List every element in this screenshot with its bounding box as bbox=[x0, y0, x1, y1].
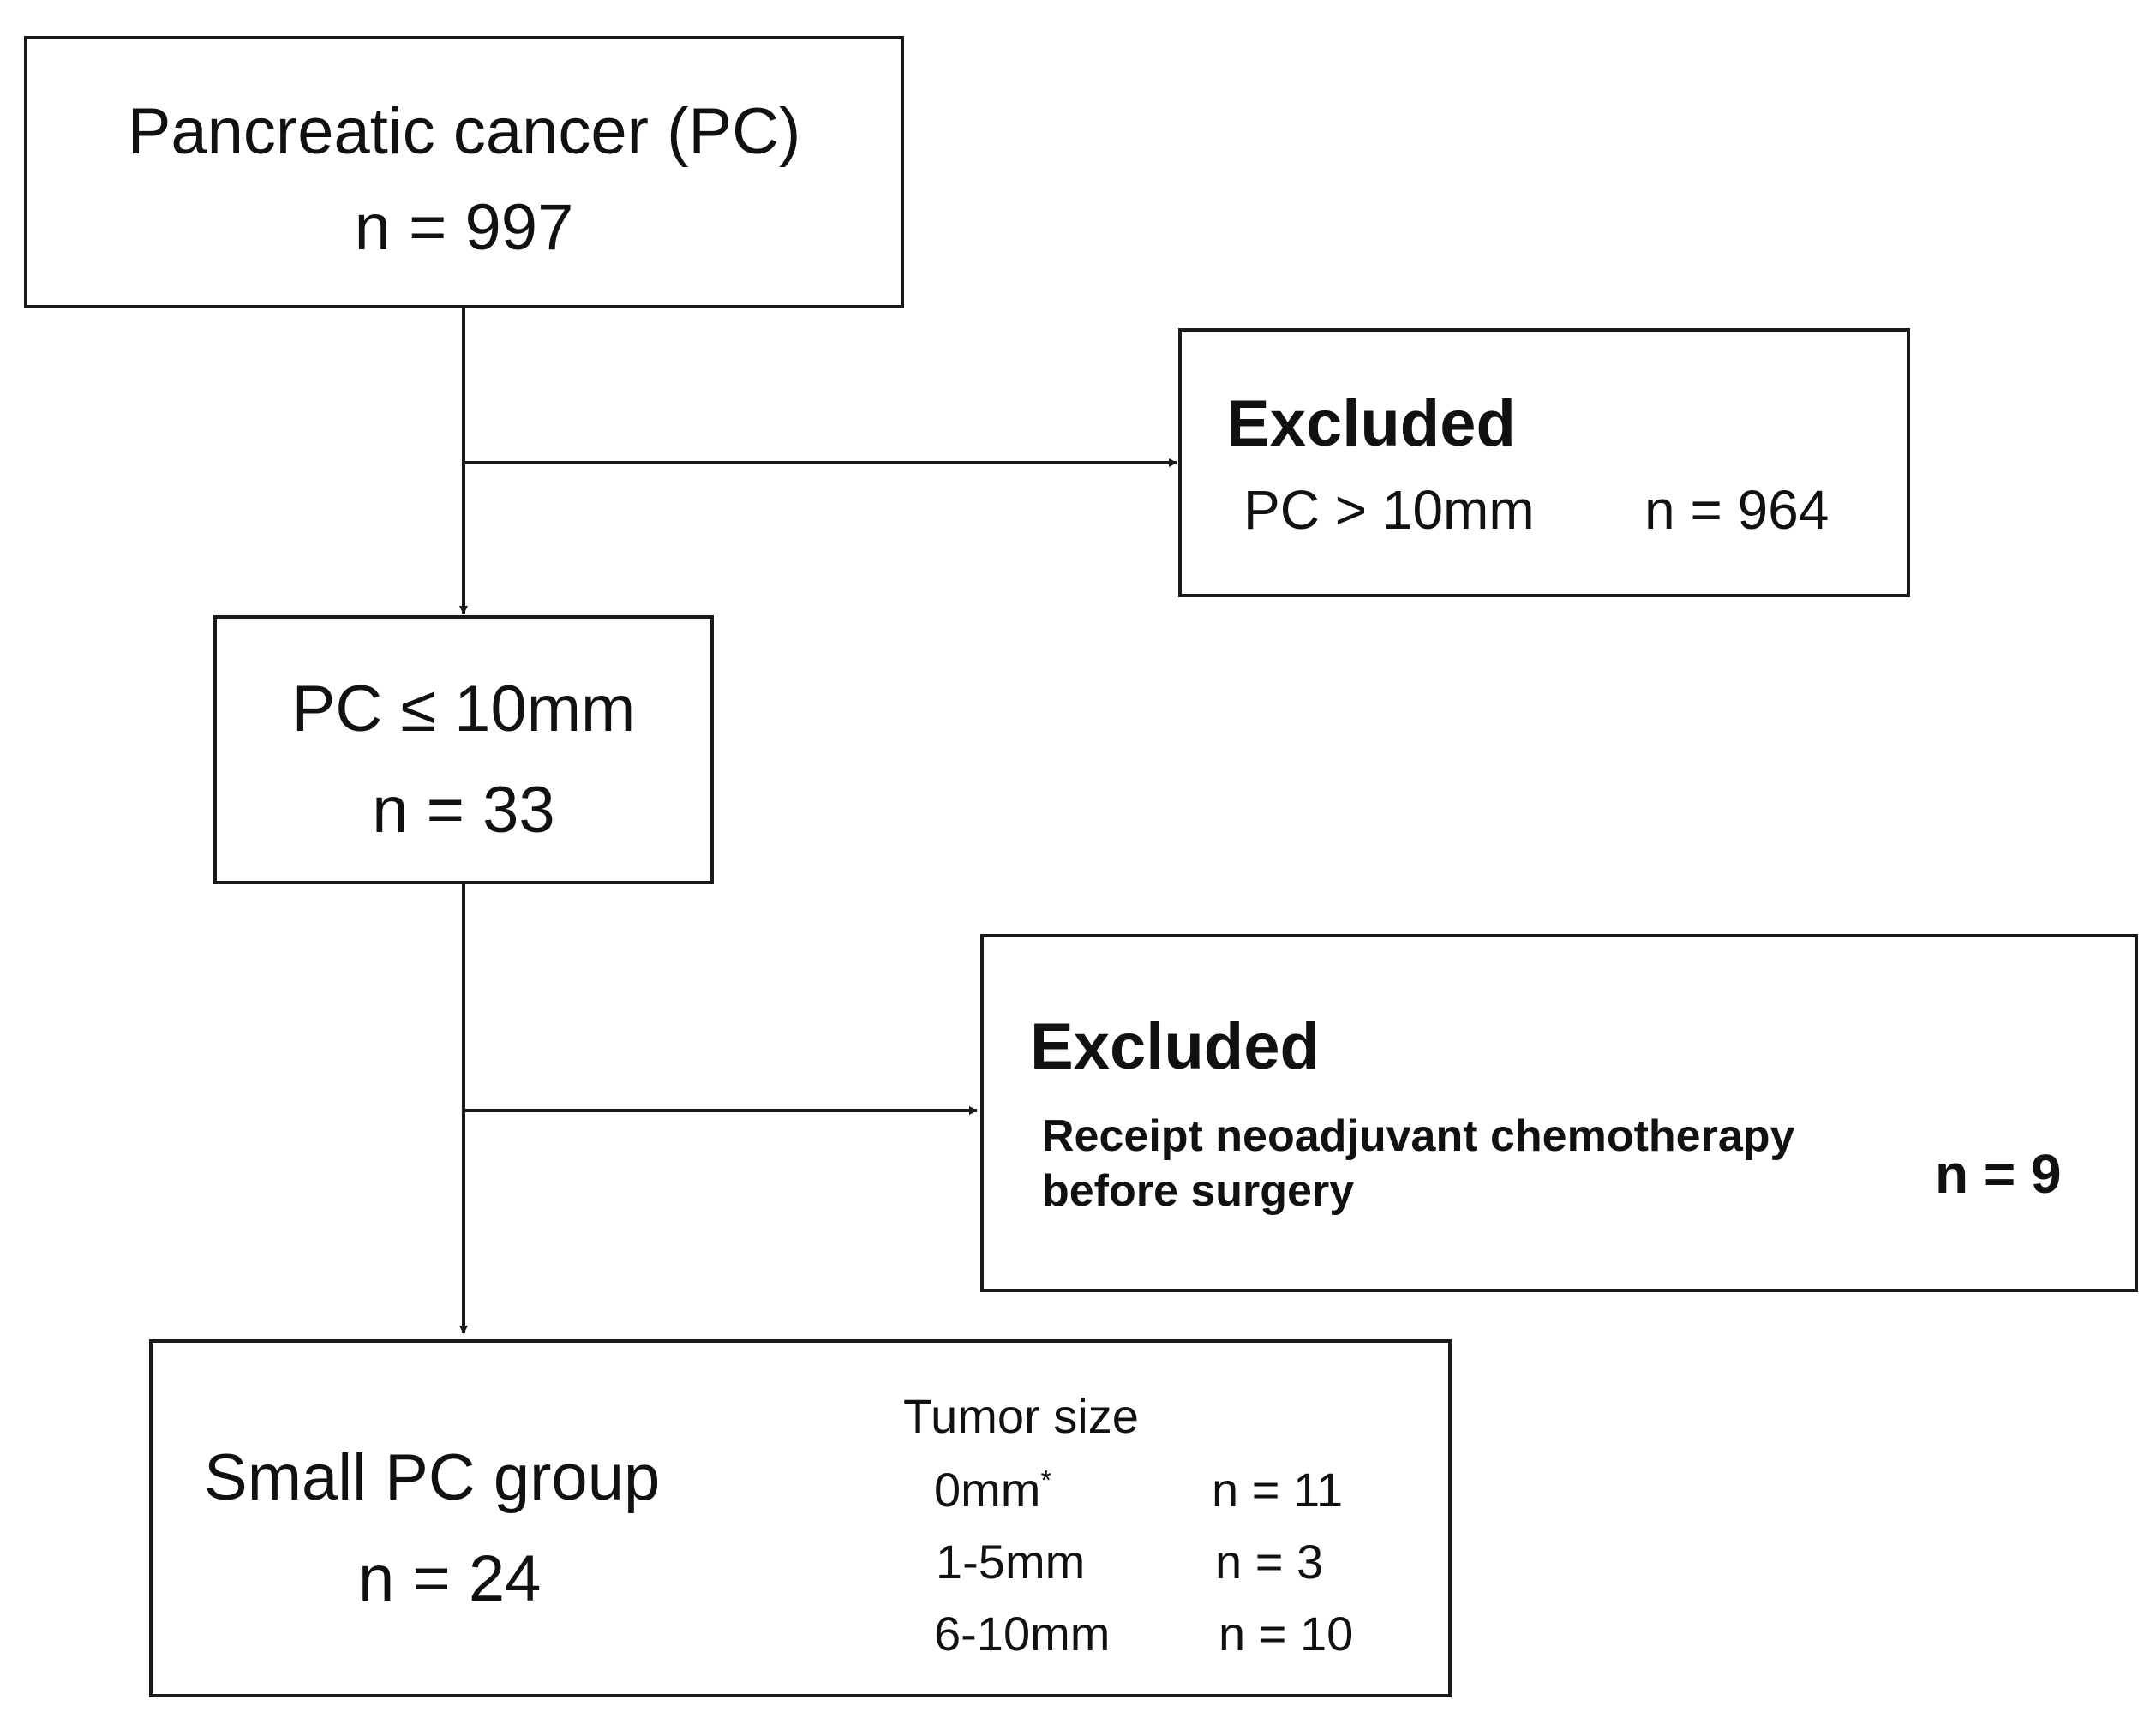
footnote-marker: * bbox=[1040, 1464, 1051, 1496]
excluded-2-reason-line2: before surgery bbox=[1042, 1166, 1355, 1216]
total-cohort-label: Pancreatic cancer (PC) bbox=[127, 95, 801, 168]
tumor-size-count: n = 3 bbox=[1215, 1535, 1324, 1589]
excluded-neoadjuvant-box: Excluded Receipt neoadjuvant chemotherap… bbox=[980, 934, 2138, 1292]
excluded-2-reason-line1: Receipt neoadjuvant chemotherapy bbox=[1042, 1111, 1795, 1161]
tumor-size-value: 6-10mm bbox=[934, 1607, 1111, 1661]
total-cohort-count: n = 997 bbox=[354, 191, 574, 264]
small-subset-box: PC ≤ 10mm n = 33 bbox=[213, 615, 714, 884]
small-subset-count: n = 33 bbox=[372, 774, 555, 847]
tumor-size-count: n = 10 bbox=[1219, 1607, 1354, 1661]
final-group-count: n = 24 bbox=[358, 1542, 542, 1615]
excluded-1-reason: PC > 10mm bbox=[1243, 479, 1535, 541]
tumor-size-heading: Tumor size bbox=[903, 1389, 1139, 1443]
tumor-size-count: n = 11 bbox=[1212, 1463, 1344, 1517]
tumor-size-value: 1-5mm bbox=[936, 1535, 1086, 1589]
excluded-2-title: Excluded bbox=[1030, 1010, 1320, 1083]
total-cohort-box: Pancreatic cancer (PC) n = 997 bbox=[24, 36, 904, 308]
excluded-2-count: n = 9 bbox=[1935, 1143, 2062, 1205]
small-subset-label: PC ≤ 10mm bbox=[291, 673, 636, 745]
final-group-box: Small PC group n = 24 Tumor size 0mm* n … bbox=[149, 1339, 1452, 1697]
tumor-size-value: 0mm bbox=[934, 1463, 1041, 1517]
excluded-large-tumor-box: Excluded PC > 10mm n = 964 bbox=[1178, 328, 1910, 597]
excluded-1-title: Excluded bbox=[1226, 387, 1516, 460]
final-group-label: Small PC group bbox=[204, 1441, 661, 1514]
tumor-size-row: 0mm* bbox=[934, 1466, 1051, 1514]
excluded-1-count: n = 964 bbox=[1644, 479, 1830, 541]
